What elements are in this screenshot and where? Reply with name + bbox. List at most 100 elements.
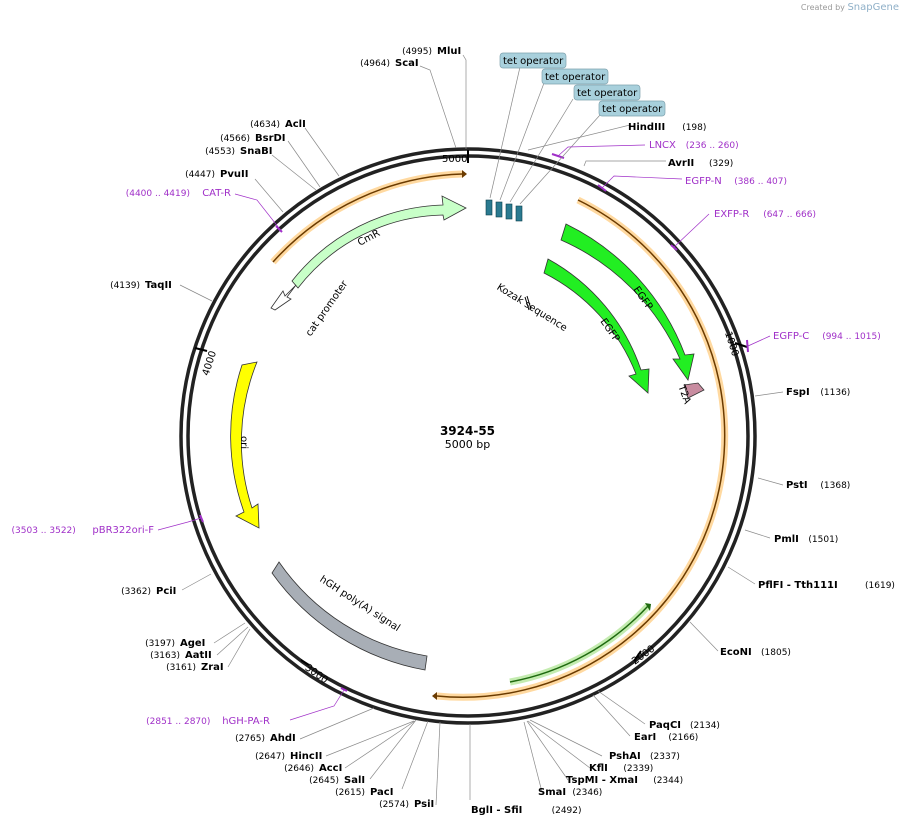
tick-label-4000: 4000: [201, 350, 219, 378]
enzyme-site-aatii: AatII (3163): [150, 650, 212, 661]
primer-range: (236 .. 260): [686, 141, 739, 151]
enzyme-position: (3163): [150, 651, 180, 661]
enzyme-site-eari: EarI (2166): [634, 732, 698, 743]
ori-label: ori: [238, 436, 249, 449]
enzyme-position: (2615): [335, 788, 365, 798]
enzyme-name: PmlI: [774, 534, 799, 545]
enzyme-position: (2166): [668, 733, 698, 743]
enzyme-position: (2346): [572, 788, 602, 798]
enzyme-site-bsrdi: BsrDI (4566): [220, 133, 285, 144]
enzyme-name: PsiI: [414, 799, 434, 810]
enzyme-position: (4634): [250, 120, 280, 130]
enzyme-site-pmli: PmlI (1501): [774, 534, 838, 545]
primer-cat-r: (4400 .. 4419)CAT-R: [126, 188, 231, 199]
enzyme-site-avrii: AvrII(329): [668, 158, 733, 169]
enzyme-name: AclI: [285, 119, 306, 130]
enzyme-site-acli: AclI (4634): [250, 119, 306, 130]
enzyme-position: (2647): [255, 752, 285, 762]
enzyme-site-acci: AccI(2646): [284, 763, 342, 774]
enzyme-name: PciI: [156, 586, 176, 597]
enzyme-position: (1805): [761, 648, 791, 658]
cmr-feature: [291, 195, 467, 289]
enzyme-name: EcoNI: [720, 647, 752, 658]
enzyme-site-pcii: PciI (3362): [121, 586, 176, 597]
enzyme-site-pflfi-tth111i: PflFI - Tth111I(1619): [758, 580, 895, 591]
enzyme-site-pshai: PshAI(2337): [609, 751, 680, 762]
primer-name: LNCX: [649, 140, 676, 151]
enzyme-name: HindIII: [628, 122, 665, 133]
enzyme-site-taqii: TaqII(4139): [110, 280, 172, 291]
primer-labels: (236 .. 260)LNCX(386 .. 407)EGFP-N(647 .…: [12, 140, 881, 727]
primer-exfp-r: (647 .. 666)EXFP-R: [714, 209, 816, 220]
primer-name: EGFP-N: [685, 176, 722, 187]
enzyme-site-econi: EcoNI (1805): [720, 647, 791, 658]
snapgene-logo: SnapGene: [847, 2, 899, 13]
enzyme-name: AccI: [319, 763, 342, 774]
enzyme-name: BsrDI: [255, 133, 286, 144]
enzyme-position: (4553): [205, 147, 235, 157]
enzyme-position: (2134): [690, 721, 720, 731]
enzyme-position: (2492): [552, 806, 582, 816]
enzyme-position: (198): [682, 123, 706, 133]
primer-range: (3503 .. 3522): [12, 526, 76, 536]
primer-range: (994 .. 1015): [822, 332, 881, 342]
kozak-label: Kozak sequence: [495, 282, 569, 334]
enzyme-position: (3362): [121, 587, 151, 597]
enzyme-position: (4566): [220, 134, 250, 144]
enzyme-site-agei: AgeI(3197): [145, 638, 205, 649]
enzyme-position: (1136): [820, 388, 850, 398]
enzyme-name: AatII: [185, 650, 212, 661]
feature-arrows: [230, 195, 705, 671]
enzyme-name: AgeI: [180, 638, 205, 649]
enzyme-name: SalI: [344, 775, 365, 786]
enzyme-site-hindiii: HindIII (198): [628, 122, 706, 133]
primer-marks: [199, 153, 749, 692]
plasmid-length: 5000 bp: [444, 438, 491, 451]
enzyme-name: PstI: [786, 480, 808, 491]
enzyme-position: (2645): [309, 776, 339, 786]
enzyme-name: EarI: [634, 732, 656, 743]
tet-operator-label-2: tet operator: [545, 72, 606, 83]
credit-text: Created by: [800, 3, 845, 12]
enzyme-site-zrai: ZraI(3161): [166, 662, 224, 673]
enzyme-position: (2574): [379, 800, 409, 810]
enzyme-name: BglI - SfiI: [471, 805, 522, 816]
enzyme-name: PaqCI: [649, 720, 681, 731]
snapgene-credit: Created by SnapGene: [801, 2, 899, 13]
plasmid-name: 3924-55: [439, 424, 496, 438]
orf-tracks: [270, 170, 729, 701]
enzyme-site-mlui: MluI(4995): [402, 46, 461, 57]
enzyme-name: FspI: [786, 387, 810, 398]
ori-feature: [230, 361, 260, 529]
primer-name: CAT-R: [202, 188, 231, 199]
enzyme-name: ZraI: [201, 662, 224, 673]
egfp-feature-outer: [560, 223, 695, 381]
enzyme-name: PflFI - Tth111I: [758, 580, 838, 591]
enzyme-site-smai: SmaI(2346): [538, 787, 602, 798]
enzyme-site-psti: PstI(1368): [786, 480, 850, 491]
enzyme-position: (329): [709, 159, 733, 169]
enzyme-site-psii: PsiI (2574): [379, 799, 434, 810]
primer-leaders: [157, 144, 771, 721]
tet-operator-label-3: tet operator: [577, 88, 638, 99]
kozak-sequence-mark: [526, 295, 532, 310]
enzyme-position: (4964): [360, 59, 390, 69]
primer-pbr322ori-f: (3503 .. 3522)pBR322ori-F: [12, 525, 155, 536]
enzyme-name: HincII: [290, 751, 322, 762]
enzyme-name: ScaI: [395, 58, 419, 69]
enzyme-site-bgli-sfii: BglI - SfiI (2492): [471, 805, 582, 816]
enzyme-site-ahdi: AhdI(2765): [235, 733, 296, 744]
enzyme-name: MluI: [437, 46, 461, 57]
tet-operator-label-1: tet operator: [503, 56, 564, 67]
primer-range: (647 .. 666): [763, 210, 816, 220]
tet-operator-labels: tet operator tet operator tet operator t…: [489, 52, 666, 205]
enzyme-name: PshAI: [609, 751, 641, 762]
enzyme-name: KflI: [589, 763, 608, 774]
enzyme-position: (2339): [623, 764, 653, 774]
enzyme-site-tspmi-xmai: TspMI - XmaI(2344): [566, 775, 683, 786]
enzyme-position: (1501): [808, 535, 838, 545]
enzyme-site-sali: SalI (2645): [309, 775, 365, 786]
primer-name: hGH-PA-R: [222, 716, 270, 727]
enzyme-name: TaqII: [145, 280, 172, 291]
